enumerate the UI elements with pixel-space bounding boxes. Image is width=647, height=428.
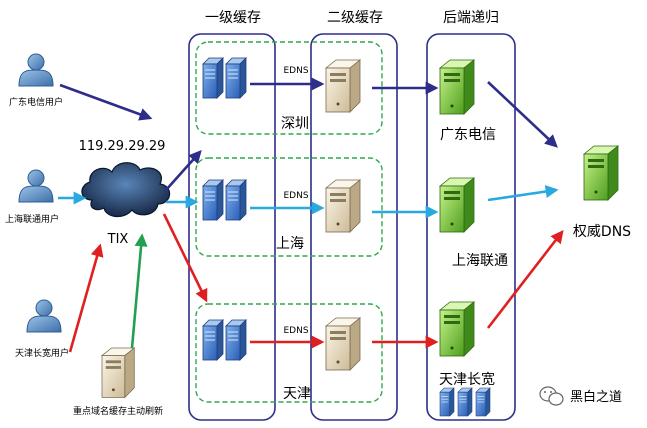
edns-label: EDNS xyxy=(283,66,308,76)
isp-label-gd: 广东电信 xyxy=(440,127,496,143)
blue-server-icon xyxy=(225,319,247,361)
blue-server-icon xyxy=(457,387,473,417)
beige-server-icon xyxy=(325,59,361,113)
user-icon xyxy=(26,299,62,333)
user-label-tj: 天津长宽用户 xyxy=(15,347,69,359)
header-tier2: 二级缓存 xyxy=(327,10,383,26)
refresh-label: 重点域名缓存主动刷新 xyxy=(73,405,163,417)
blue-server-icon xyxy=(225,57,247,99)
header-tier1: 一级缓存 xyxy=(205,10,261,26)
beige-server-icon xyxy=(325,317,361,371)
header-backend: 后端递归 xyxy=(443,9,499,26)
wechat-icon xyxy=(539,386,564,406)
green-server-icon xyxy=(439,59,475,115)
green-server-icon xyxy=(439,177,475,233)
node-group-tianjin xyxy=(195,303,383,403)
blue-server-icon xyxy=(475,387,491,417)
user-icon xyxy=(18,53,54,87)
tier1-box xyxy=(188,33,276,421)
isp-label-sh: 上海联通 xyxy=(452,253,508,269)
flow-arrow xyxy=(487,81,558,148)
blue-server-icon xyxy=(225,179,247,221)
node-label-shanghai: 上海 xyxy=(276,236,304,252)
blue-server-icon xyxy=(439,387,455,417)
edns-label: EDNS xyxy=(283,191,308,201)
flow-arrow xyxy=(162,213,208,303)
watermark-text: 黑白之道 xyxy=(570,389,622,405)
tix-label: TIX xyxy=(107,232,129,247)
blue-server-icon xyxy=(202,57,224,99)
green-server-icon xyxy=(583,145,619,201)
node-label-tianjin: 天津 xyxy=(283,386,311,402)
anycast-ip: 119.29.29.29 xyxy=(79,139,166,154)
user-icon xyxy=(18,169,54,203)
flow-arrow xyxy=(130,233,148,349)
cloud-icon xyxy=(81,162,171,218)
auth-dns-label: 权威DNS xyxy=(573,224,631,240)
user-label-sh: 上海联通用户 xyxy=(5,213,59,225)
flow-arrow xyxy=(487,185,559,202)
beige-server-icon xyxy=(325,179,361,233)
backend-box xyxy=(426,33,516,421)
blue-server-icon xyxy=(202,179,224,221)
user-label-gd: 广东电信用户 xyxy=(9,96,63,108)
flow-arrow xyxy=(59,83,153,121)
node-group-shenzhen xyxy=(195,41,383,135)
flow-arrow xyxy=(165,150,202,191)
edns-label: EDNS xyxy=(283,326,308,336)
refresh-server-icon xyxy=(101,347,135,398)
flow-arrow xyxy=(486,229,564,329)
green-server-icon xyxy=(439,301,475,357)
isp-label-tj: 天津长宽 xyxy=(439,371,495,388)
blue-server-icon xyxy=(202,319,224,361)
tier2-box xyxy=(310,33,398,421)
node-label-shenzhen: 深圳 xyxy=(281,116,309,132)
flow-arrow xyxy=(68,243,104,353)
